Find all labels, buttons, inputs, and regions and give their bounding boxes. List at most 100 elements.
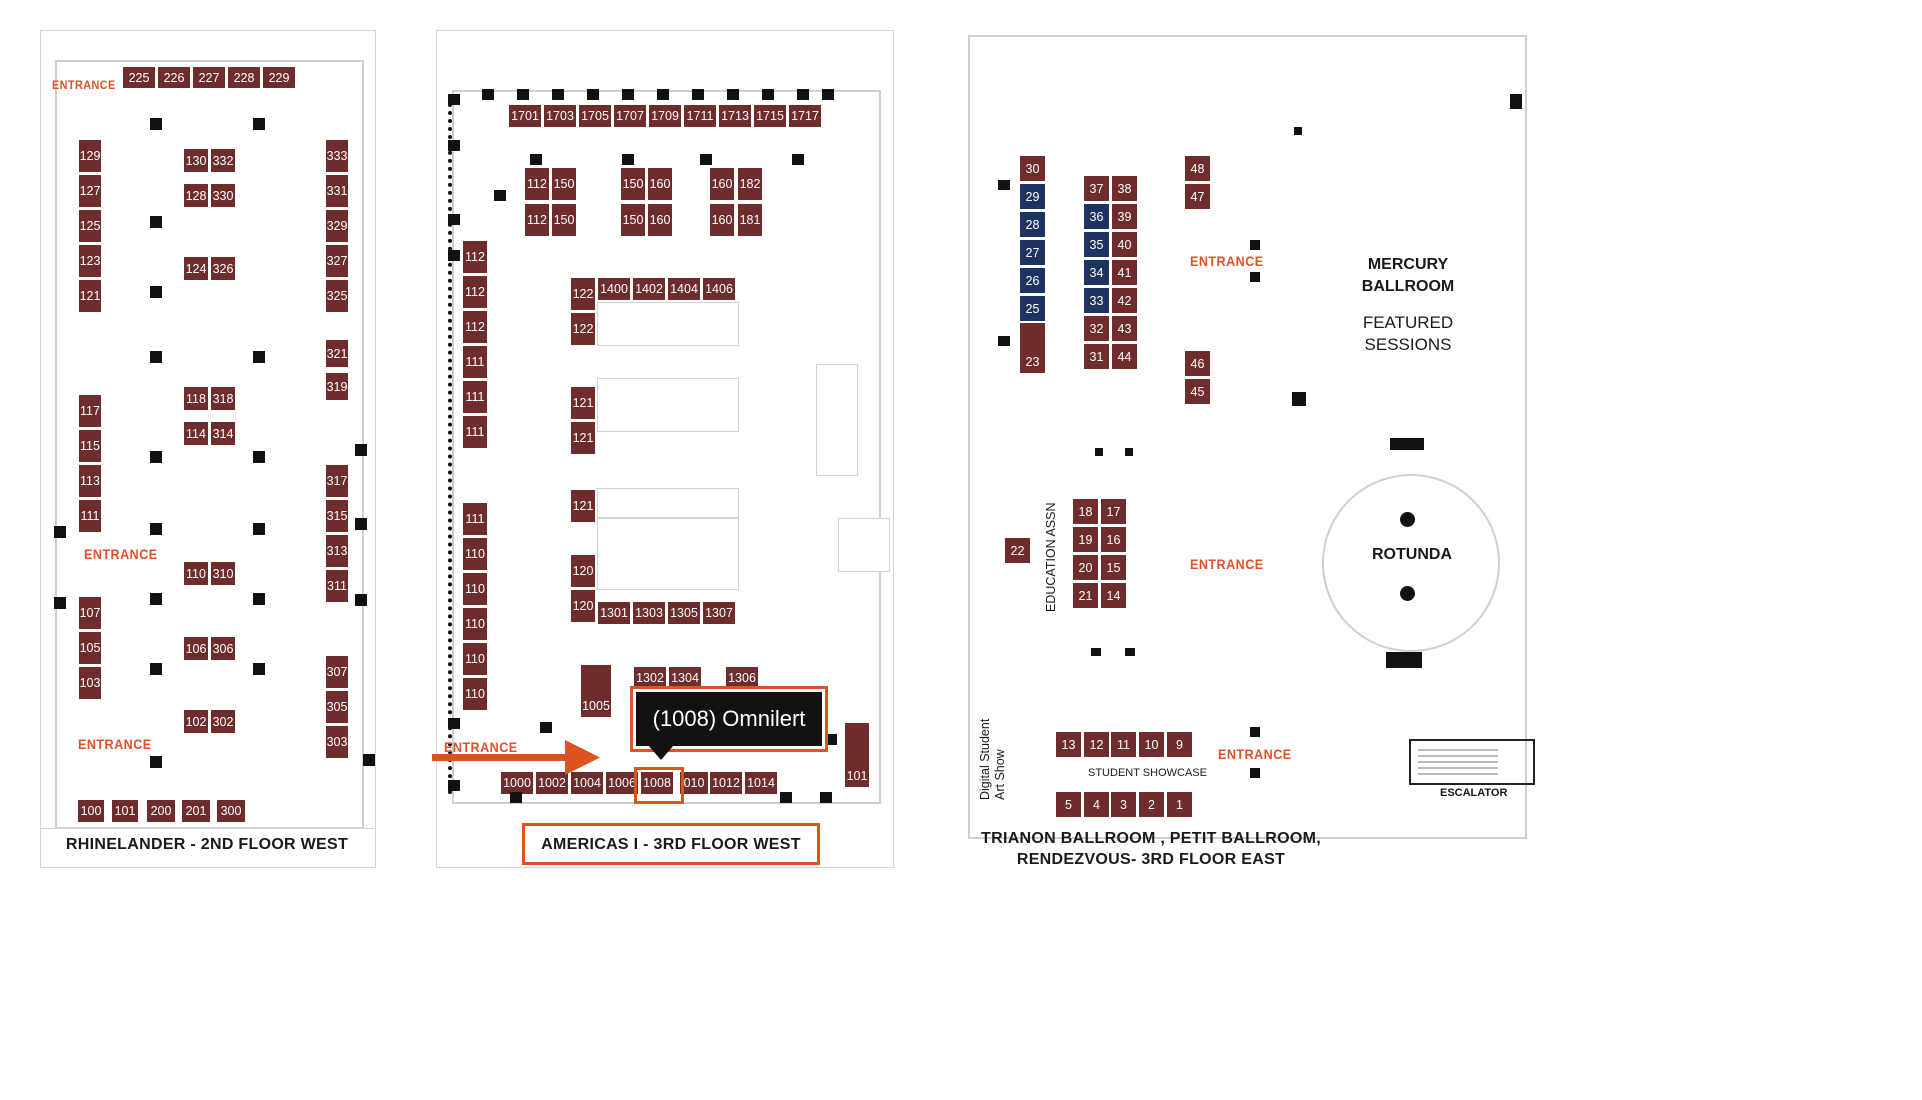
booth-110[interactable]: 110 bbox=[462, 537, 488, 571]
booth-110[interactable]: 110 bbox=[462, 677, 488, 711]
booth-010[interactable]: 010 bbox=[679, 771, 709, 795]
booth-1713[interactable]: 1713 bbox=[718, 104, 752, 128]
booth-121[interactable]: 121 bbox=[570, 489, 596, 523]
booth-150[interactable]: 150 bbox=[620, 203, 646, 237]
booth-160[interactable]: 160 bbox=[709, 167, 735, 201]
booth-107[interactable]: 107 bbox=[78, 596, 102, 630]
booth-105[interactable]: 105 bbox=[78, 631, 102, 665]
booth-1711[interactable]: 1711 bbox=[683, 104, 717, 128]
booth-39[interactable]: 39 bbox=[1111, 203, 1138, 230]
booth-225[interactable]: 225 bbox=[122, 66, 156, 89]
booth-128[interactable]: 128 bbox=[183, 183, 209, 208]
booth-100[interactable]: 100 bbox=[77, 799, 105, 823]
booth-25[interactable]: 25 bbox=[1019, 295, 1046, 322]
booth-30[interactable]: 30 bbox=[1019, 155, 1046, 182]
booth-37[interactable]: 37 bbox=[1083, 175, 1110, 202]
booth-315[interactable]: 315 bbox=[325, 499, 349, 533]
booth-28[interactable]: 28 bbox=[1019, 211, 1046, 238]
booth-11[interactable]: 11 bbox=[1110, 731, 1137, 758]
booth-45[interactable]: 45 bbox=[1184, 378, 1211, 405]
booth-121[interactable]: 121 bbox=[570, 421, 596, 455]
booth-112[interactable]: 112 bbox=[524, 167, 550, 201]
booth-227[interactable]: 227 bbox=[192, 66, 226, 89]
booth-111[interactable]: 111 bbox=[462, 415, 488, 449]
booth-106[interactable]: 106 bbox=[183, 636, 209, 661]
booth-123[interactable]: 123 bbox=[78, 244, 102, 278]
booth-31[interactable]: 31 bbox=[1083, 343, 1110, 370]
booth-48[interactable]: 48 bbox=[1184, 155, 1211, 182]
booth-1012[interactable]: 1012 bbox=[709, 771, 743, 795]
booth-103[interactable]: 103 bbox=[78, 666, 102, 700]
booth-319[interactable]: 319 bbox=[325, 372, 349, 401]
booth-1303[interactable]: 1303 bbox=[632, 601, 666, 625]
booth-18[interactable]: 18 bbox=[1072, 498, 1099, 525]
booth-1305[interactable]: 1305 bbox=[667, 601, 701, 625]
booth-17[interactable]: 17 bbox=[1100, 498, 1127, 525]
booth-3[interactable]: 3 bbox=[1110, 791, 1137, 818]
booth-110[interactable]: 110 bbox=[183, 561, 209, 586]
booth-325[interactable]: 325 bbox=[325, 279, 349, 313]
booth-21[interactable]: 21 bbox=[1072, 582, 1099, 609]
booth-2[interactable]: 2 bbox=[1138, 791, 1165, 818]
booth-332[interactable]: 332 bbox=[210, 148, 236, 173]
booth-27[interactable]: 27 bbox=[1019, 239, 1046, 266]
booth-46[interactable]: 46 bbox=[1184, 350, 1211, 377]
booth-1705[interactable]: 1705 bbox=[578, 104, 612, 128]
booth-1701[interactable]: 1701 bbox=[508, 104, 542, 128]
booth-1301[interactable]: 1301 bbox=[597, 601, 631, 625]
booth-1[interactable]: 1 bbox=[1166, 791, 1193, 818]
booth-317[interactable]: 317 bbox=[325, 464, 349, 498]
booth-38[interactable]: 38 bbox=[1111, 175, 1138, 202]
booth-160[interactable]: 160 bbox=[647, 167, 673, 201]
booth-228[interactable]: 228 bbox=[227, 66, 261, 89]
booth-101[interactable]: 101 bbox=[111, 799, 139, 823]
booth-160[interactable]: 160 bbox=[647, 203, 673, 237]
booth-110[interactable]: 110 bbox=[462, 642, 488, 676]
booth-44[interactable]: 44 bbox=[1111, 343, 1138, 370]
booth-112[interactable]: 112 bbox=[462, 275, 488, 309]
booth-182[interactable]: 182 bbox=[737, 167, 763, 201]
booth-12[interactable]: 12 bbox=[1083, 731, 1110, 758]
booth-1002[interactable]: 1002 bbox=[535, 771, 569, 795]
booth-112[interactable]: 112 bbox=[462, 240, 488, 274]
booth-1000[interactable]: 1000 bbox=[500, 771, 534, 795]
booth-23[interactable]: 23 bbox=[1019, 322, 1046, 374]
booth-13[interactable]: 13 bbox=[1055, 731, 1082, 758]
booth-1715[interactable]: 1715 bbox=[753, 104, 787, 128]
booth-35[interactable]: 35 bbox=[1083, 231, 1110, 258]
booth-121[interactable]: 121 bbox=[78, 279, 102, 313]
booth-120[interactable]: 120 bbox=[570, 589, 596, 623]
booth-42[interactable]: 42 bbox=[1111, 287, 1138, 314]
booth-111[interactable]: 111 bbox=[462, 502, 488, 536]
booth-111[interactable]: 111 bbox=[462, 380, 488, 414]
booth-14[interactable]: 14 bbox=[1100, 582, 1127, 609]
booth-102[interactable]: 102 bbox=[183, 709, 209, 734]
booth-1406[interactable]: 1406 bbox=[702, 277, 736, 301]
booth-36[interactable]: 36 bbox=[1083, 203, 1110, 230]
booth-125[interactable]: 125 bbox=[78, 209, 102, 243]
booth-122[interactable]: 122 bbox=[570, 277, 596, 311]
booth-22[interactable]: 22 bbox=[1004, 537, 1031, 564]
booth-318[interactable]: 318 bbox=[210, 386, 236, 411]
booth-43[interactable]: 43 bbox=[1111, 315, 1138, 342]
booth-101[interactable]: 101 bbox=[844, 722, 870, 788]
booth-4[interactable]: 4 bbox=[1083, 791, 1110, 818]
booth-1400[interactable]: 1400 bbox=[597, 277, 631, 301]
booth-5[interactable]: 5 bbox=[1055, 791, 1082, 818]
booth-229[interactable]: 229 bbox=[262, 66, 296, 89]
booth-1008[interactable]: 1008 bbox=[640, 771, 674, 795]
booth-115[interactable]: 115 bbox=[78, 429, 102, 463]
booth-1703[interactable]: 1703 bbox=[543, 104, 577, 128]
booth-127[interactable]: 127 bbox=[78, 174, 102, 208]
booth-311[interactable]: 311 bbox=[325, 569, 349, 603]
booth-306[interactable]: 306 bbox=[210, 636, 236, 661]
booth-200[interactable]: 200 bbox=[146, 799, 176, 823]
booth-26[interactable]: 26 bbox=[1019, 267, 1046, 294]
booth-111[interactable]: 111 bbox=[78, 499, 102, 533]
booth-321[interactable]: 321 bbox=[325, 339, 349, 368]
booth-201[interactable]: 201 bbox=[181, 799, 211, 823]
booth-33[interactable]: 33 bbox=[1083, 287, 1110, 314]
booth-110[interactable]: 110 bbox=[462, 607, 488, 641]
booth-331[interactable]: 331 bbox=[325, 174, 349, 208]
booth-313[interactable]: 313 bbox=[325, 534, 349, 568]
